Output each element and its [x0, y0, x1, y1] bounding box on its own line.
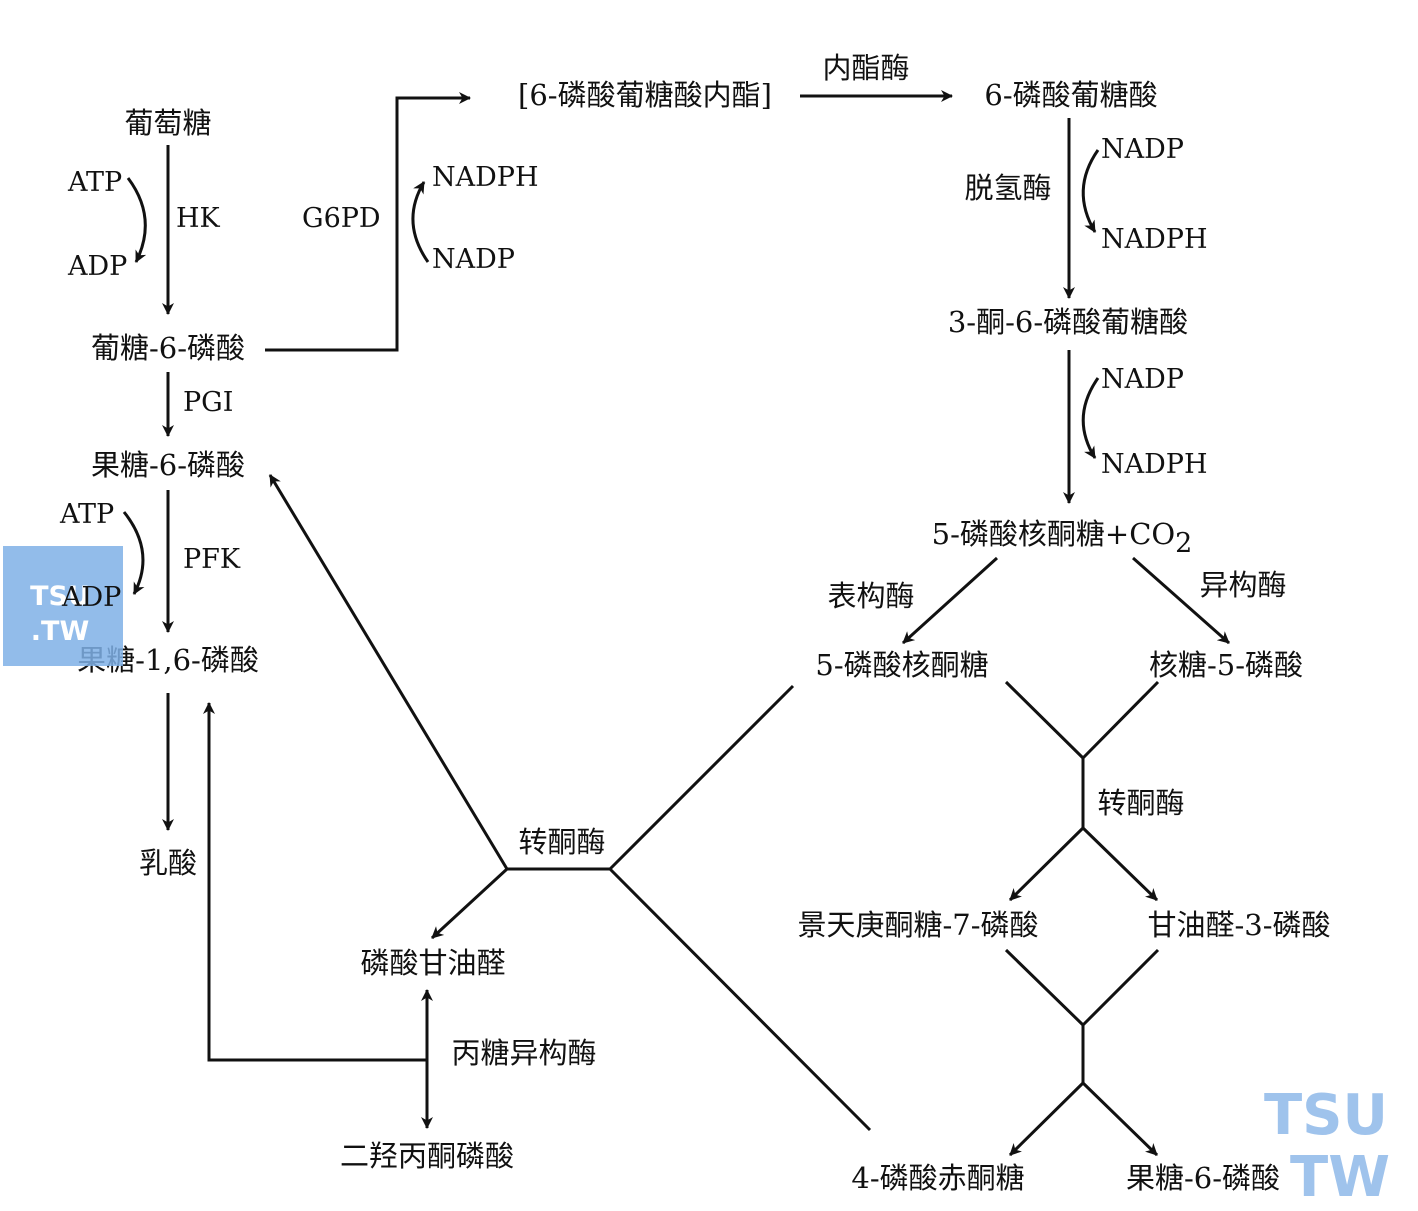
isomerization-arrows: [901, 556, 1230, 645]
arrow-to-s7p: [1008, 826, 1085, 902]
arrow-to-ru5p-epimerase: [901, 556, 999, 645]
node-glyceraldehyde-3-phosphate: 甘油醛-3-磷酸: [1147, 908, 1330, 942]
node-erythrose-4-phosphate: 4-磷酸赤酮糖: [851, 1161, 1024, 1195]
node-6-phosphogluconate: 6-磷酸葡糖酸: [984, 78, 1157, 112]
enzyme-g6pd: G6PD: [302, 203, 381, 234]
node-ribose-5-phosphate: 核糖-5-磷酸: [1149, 648, 1303, 682]
arrow-to-gap: [1081, 826, 1159, 902]
watermark-right-bottom: TW: [1290, 1145, 1390, 1210]
cofactor-atp-1: ATP: [67, 167, 122, 198]
node-ru5p-co2: 5-磷酸核酮糖+CO2: [932, 517, 1193, 559]
triose-lines: [203, 702, 433, 1129]
node-sedoheptulose-7-phosphate: 景天庚酮糖-7-磷酸: [797, 908, 1038, 942]
line-ru5p-merge: [1004, 680, 1085, 760]
node-dihydroxyacetone-phosphate: 二羟丙酮磷酸: [340, 1139, 514, 1173]
watermark-left-top: TSU: [30, 581, 90, 612]
arrow-atp-adp-1: [126, 177, 147, 263]
bottom-right-lines: [1004, 948, 1160, 1157]
enzyme-epimerase: 表构酶: [827, 579, 914, 613]
enzyme-triose-isomerase: 丙糖异构酶: [451, 1036, 596, 1070]
line-gap-merge: [1081, 948, 1160, 1027]
watermark-right-top: TSU: [1264, 1083, 1388, 1148]
watermark-box: [3, 546, 123, 666]
cofactor-adp-2: ADP: [61, 582, 121, 613]
oxidative-arrows: [800, 90, 1100, 504]
enzyme-transketolase-right: 转酮酶: [1097, 786, 1184, 820]
line-ru5p-to-hub: [608, 684, 795, 871]
cofactor-adp-1: ADP: [67, 251, 127, 282]
enzyme-pgi: PGI: [183, 387, 233, 418]
watermark-right: TSU TW: [1264, 1083, 1390, 1210]
co2-subscript: 2: [1175, 528, 1192, 559]
arrow-return-to-fbp: [203, 702, 427, 1062]
enzyme-dehydrogenase: 脱氢酶: [964, 171, 1051, 205]
arrow-hub-to-f6p: [268, 474, 509, 870]
arrow-nadp-to-nadph-dh: [1081, 149, 1100, 233]
enzyme-lactonase: 内酯酶: [822, 51, 909, 85]
enzyme-transketolase-left: 转酮酶: [518, 825, 605, 859]
cofactor-nadp-dh: NADP: [1101, 134, 1184, 165]
line-e4p-to-hub: [608, 867, 872, 1132]
cofactor-nadph-dh: NADPH: [1101, 224, 1207, 255]
node-f6p: 果糖-6-磷酸: [91, 448, 245, 482]
node-ribulose-5-phosphate: 5-磷酸核酮糖: [815, 648, 988, 682]
arrow-g6p-to-lactone: [265, 92, 471, 352]
watermark-left: TSU .TW ADP: [3, 546, 123, 666]
cofactor-nadp-2: NADP: [1101, 364, 1184, 395]
cofactor-atp-2: ATP: [59, 499, 114, 530]
watermark-left-bottom: .TW: [31, 616, 89, 647]
enzyme-pfk: PFK: [183, 544, 241, 575]
right-transketolase-lines: [1004, 680, 1160, 902]
enzyme-isomerase: 异构酶: [1199, 568, 1286, 602]
arrow-nadp-to-nadph-2: [1081, 377, 1100, 459]
arrow-nadp-to-nadph-g6pd: [411, 181, 430, 263]
arrow-to-r5p-isomerase: [1132, 556, 1230, 645]
cofactor-nadph-g6pd: NADPH: [432, 162, 538, 193]
node-lactate: 乳酸: [139, 846, 197, 880]
cofactor-nadph-2: NADPH: [1101, 449, 1207, 480]
line-r5p-merge: [1081, 680, 1160, 760]
line-s7p-merge: [1004, 948, 1085, 1027]
node-lactone: [6-磷酸葡糖酸内酯]: [518, 78, 772, 112]
glycolysis-arrows: [122, 145, 174, 831]
node-3-keto-6-phosphogluconate: 3-酮-6-磷酸葡糖酸: [948, 305, 1188, 339]
cofactor-nadp-g6pd: NADP: [432, 244, 515, 275]
node-fructose-6-phosphate-right: 果糖-6-磷酸: [1126, 1161, 1280, 1195]
ru5p-co2-text: 5-磷酸核酮糖+CO: [932, 517, 1176, 551]
enzyme-hk: HK: [176, 203, 221, 234]
arrow-to-e4p: [1008, 1081, 1085, 1157]
left-transketolase-lines: [268, 474, 872, 1132]
node-g6p: 葡糖-6-磷酸: [91, 331, 245, 365]
g6pd-branch: [265, 92, 471, 352]
node-glucose: 葡萄糖: [124, 106, 211, 140]
arrow-hub-to-gap: [430, 867, 509, 940]
arrow-to-f6p-right: [1081, 1081, 1159, 1157]
arrow-atp-adp-2: [122, 511, 145, 595]
node-phosphoglyceraldehyde: 磷酸甘油醛: [360, 946, 505, 980]
